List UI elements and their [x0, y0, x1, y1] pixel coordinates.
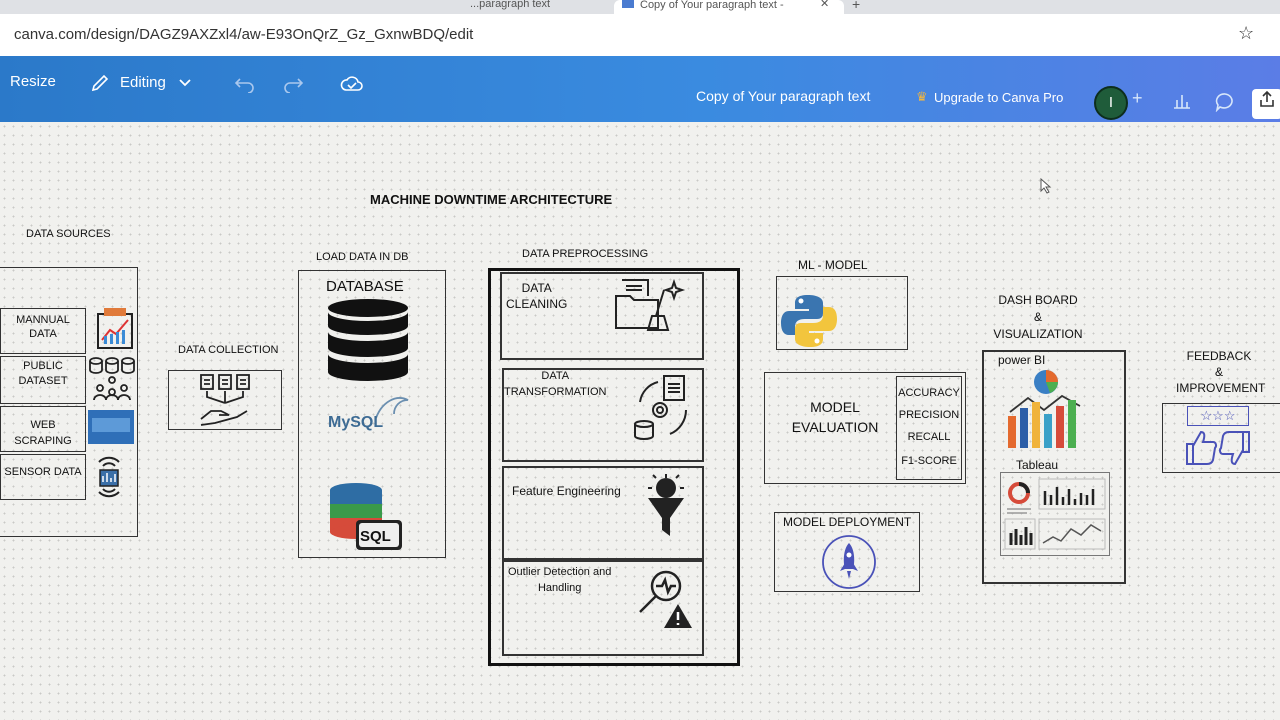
new-tab-icon[interactable]: +	[852, 0, 861, 12]
chevron-down-icon[interactable]	[178, 72, 192, 96]
mouse-cursor-icon	[1040, 177, 1052, 197]
cleaning-folder-icon	[615, 278, 686, 331]
transformation-cycle-icon	[634, 375, 687, 440]
avatar[interactable]: I	[1094, 86, 1128, 120]
preprocessing-panel[interactable]	[488, 268, 740, 666]
diagram-title: MACHINE DOWNTIME ARCHITECTURE	[370, 192, 613, 207]
url-text[interactable]: canva.com/design/DAGZ9AXZxl4/aw-E93OnQrZ…	[14, 26, 474, 43]
database-panel[interactable]	[298, 270, 446, 558]
editing-mode-button[interactable]: Editing	[120, 74, 166, 91]
feature-funnel-icon	[648, 474, 684, 536]
sql-database-icon	[330, 483, 402, 550]
ml-model-box[interactable]	[776, 276, 908, 350]
pencil-icon	[90, 73, 110, 97]
rating-stars-icon: ☆☆☆	[1187, 406, 1249, 426]
step-label: Feature Engineering	[512, 484, 621, 498]
step-data-cleaning[interactable]: DATA CLEANING	[500, 272, 704, 360]
dashboard-panel[interactable]	[982, 350, 1126, 584]
metrics-list: ACCURACY PRECISION RECALL F1-SCORE	[896, 376, 962, 480]
deployment-label: MODEL DEPLOYMENT	[783, 515, 912, 529]
resize-button[interactable]: Resize	[10, 73, 56, 90]
load-data-heading: LOAD DATA IN DB	[316, 251, 409, 263]
source-sensor-data[interactable]: SENSOR DATA	[0, 454, 86, 500]
crown-icon: ♛	[916, 89, 928, 104]
dashboard-heading: DASH BOARD & VISUALIZATION	[993, 293, 1083, 341]
sensor-icon	[98, 456, 120, 498]
data-collection-box[interactable]	[168, 370, 282, 430]
tableau-label: Tableau	[1016, 458, 1059, 472]
step-label: DATA TRANSFORMATION	[504, 370, 607, 398]
python-logo-icon	[781, 295, 837, 347]
source-label: MANNUAL DATA	[16, 314, 70, 340]
step-data-transformation[interactable]: DATA TRANSFORMATION	[502, 368, 704, 462]
step-label: Outlier Detection and Handling	[508, 566, 612, 594]
dashboard-widgets-icon	[1004, 478, 1106, 550]
data-sources-panel[interactable]	[0, 267, 138, 537]
share-button[interactable]	[1252, 89, 1280, 119]
powerbi-chart-icon	[1008, 370, 1081, 448]
feedback-box[interactable]: ☆☆☆	[1162, 403, 1280, 473]
mysql-logo-label: MySQL	[328, 414, 384, 431]
address-bar: canva.com/design/DAGZ9AXZxl4/aw-E93OnQrZ…	[0, 14, 1280, 56]
thumbs-up-down-icon	[1186, 430, 1250, 466]
source-label: WEB SCRAPING	[14, 419, 72, 447]
add-collaborator-icon[interactable]: +	[1132, 88, 1143, 108]
model-deployment-box[interactable]: MODEL DEPLOYMENT	[774, 512, 920, 592]
data-collection-heading: DATA COLLECTION	[178, 344, 279, 356]
undo-icon[interactable]	[234, 73, 256, 97]
metric-f1-score: F1-SCORE	[901, 455, 957, 467]
redo-icon[interactable]	[282, 73, 304, 97]
close-tab-icon[interactable]: ✕	[820, 0, 830, 10]
data-collection-hand-icon	[200, 374, 250, 426]
database-icon	[328, 299, 408, 381]
data-sources-heading: DATA SOURCES	[26, 228, 111, 240]
metric-precision: PRECISION	[898, 409, 960, 421]
web-scraping-icon	[88, 410, 134, 444]
tableau-dashboard-thumb	[1000, 472, 1110, 556]
document-title[interactable]: Copy of Your paragraph text	[696, 88, 871, 104]
source-label: PUBLIC DATASET	[18, 360, 68, 387]
browser-tab-strip: ...paragraph text Copy of Your paragraph…	[0, 0, 1280, 14]
outlier-magnifier-icon	[639, 570, 692, 628]
source-public-dataset[interactable]: PUBLIC DATASET	[0, 356, 86, 404]
comment-icon[interactable]	[1214, 92, 1236, 116]
source-web-scraping[interactable]: WEB SCRAPING	[0, 406, 86, 452]
chart-report-icon	[97, 308, 133, 349]
model-evaluation-box[interactable]: MODEL EVALUATION	[764, 372, 966, 484]
canva-tab-icon	[622, 0, 634, 8]
analytics-icon[interactable]	[1172, 92, 1192, 114]
canva-toolbar: Resize Editing Copy of Your paragraph te…	[0, 56, 1280, 122]
mysql-dolphin-icon	[375, 397, 409, 419]
share-icon	[1260, 90, 1274, 107]
step-label: DATA CLEANING	[506, 281, 568, 311]
database-title: DATABASE	[326, 278, 404, 295]
source-label: SENSOR DATA	[4, 466, 82, 478]
preprocessing-heading: DATA PREPROCESSING	[522, 248, 649, 260]
rocket-icon	[822, 535, 876, 589]
metric-accuracy: ACCURACY	[898, 387, 960, 399]
feedback-heading: FEEDBACK & IMPROVEMENT	[1176, 349, 1266, 395]
step-feature-engineering[interactable]: Feature Engineering	[502, 466, 704, 560]
browser-tab-active[interactable]: Copy of Your paragraph text - ✕	[614, 0, 844, 14]
ml-model-heading: ML - MODEL	[798, 258, 868, 272]
browser-tab[interactable]: ...paragraph text	[470, 0, 551, 10]
metric-recall: RECALL	[907, 431, 951, 443]
dataset-people-icon	[89, 357, 135, 401]
upgrade-button[interactable]: Upgrade to Canva Pro	[934, 90, 1064, 105]
bookmark-star-icon[interactable]: ☆	[1238, 23, 1255, 43]
step-outlier-detection[interactable]: Outlier Detection and Handling	[502, 560, 704, 656]
source-manual-data[interactable]: MANNUAL DATA	[0, 308, 86, 354]
evaluation-label: MODEL EVALUATION	[791, 399, 879, 435]
powerbi-label: power BI	[998, 353, 1046, 367]
sql-logo-label: SQL	[360, 528, 391, 545]
cloud-saved-icon[interactable]	[340, 74, 364, 98]
